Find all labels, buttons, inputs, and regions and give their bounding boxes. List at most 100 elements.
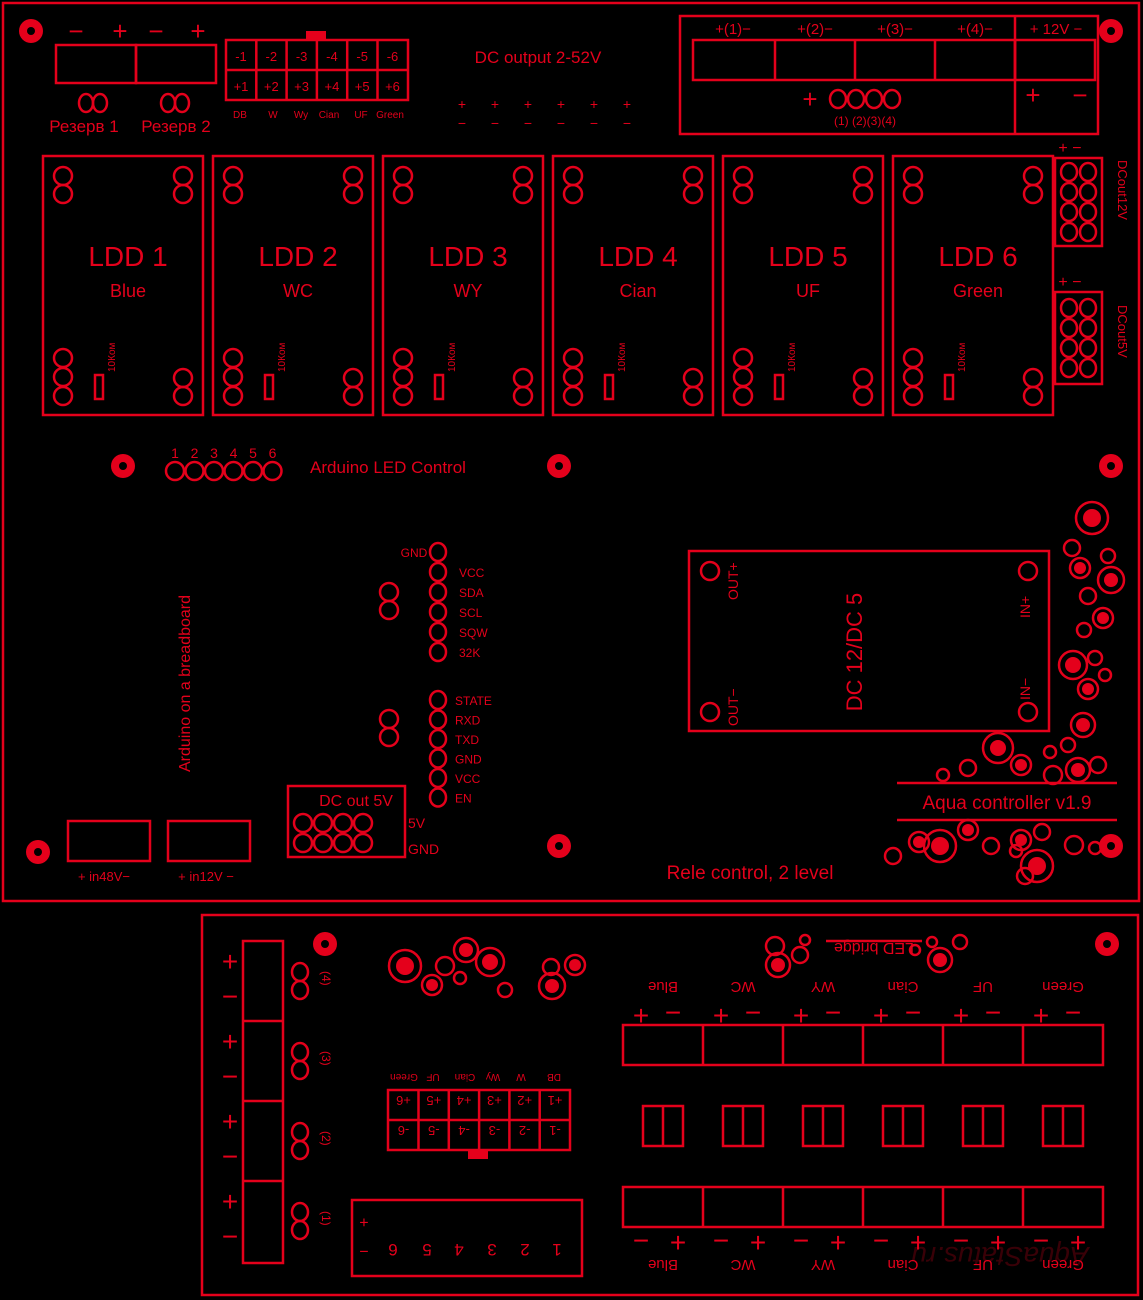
bubble — [1086, 649, 1104, 667]
connector-pin — [1078, 201, 1098, 223]
ldd-pad — [392, 385, 414, 407]
pin-label: RXD — [455, 714, 481, 728]
header-number: 3 — [210, 445, 218, 461]
channel-label-bottom: UF — [973, 1256, 993, 1273]
dcdc-converter: OUT+ OUT− IN+ IN− DC 12/DC 5 — [687, 549, 1051, 733]
bubble — [1075, 621, 1093, 639]
conn-channel-name: UF — [354, 110, 367, 121]
resistor-label: 10Ком — [447, 342, 458, 372]
dcout-plus: + — [491, 96, 499, 112]
terminal-label: +(1)− — [715, 21, 751, 38]
pin-label: EN — [455, 792, 472, 806]
reserve-sign: + — [190, 16, 205, 46]
ldd-pad — [1022, 165, 1044, 187]
channel-minus-bottom: − — [633, 1225, 649, 1256]
conn-minus-label: -1 — [549, 1123, 561, 1138]
dcout12-pm: + − — [1058, 140, 1081, 157]
channel-label-top: Cian — [888, 978, 919, 995]
bubble-decoration — [883, 500, 1126, 886]
header-pin — [262, 460, 283, 482]
ldd-pad — [902, 347, 924, 369]
pin — [428, 601, 448, 623]
bubble-core — [459, 943, 473, 957]
dc-out-5v-connector: + − DCout5V — [1053, 274, 1130, 386]
bottom-board-outline — [200, 913, 1140, 1297]
conn-minus-label: -4 — [326, 49, 338, 64]
ldd-pad — [732, 165, 754, 187]
header-pin — [223, 460, 244, 482]
tr-mini-label: (1) (2)(3)(4) — [834, 114, 896, 128]
conn-minus-label: -2 — [519, 1123, 531, 1138]
ldd-pad — [392, 366, 414, 388]
channel-minus-bottom: − — [873, 1225, 889, 1256]
mounting-hole-center — [27, 27, 35, 35]
ldd-pad — [732, 347, 754, 369]
bubble-core — [933, 953, 947, 967]
ldd-pad — [222, 366, 244, 388]
pin-label: GND — [401, 546, 428, 560]
conn-plus-label: +3 — [294, 79, 309, 94]
channel-plus-bottom: + — [830, 1227, 846, 1258]
bubble — [452, 936, 480, 964]
bubble-decoration-bottom — [387, 933, 969, 1001]
ldd-pad — [172, 385, 194, 407]
connector-pin — [1059, 357, 1079, 379]
channel-minus: − — [985, 997, 1001, 1028]
header-number: 5 — [422, 1240, 431, 1259]
conn-plus-label: +4 — [457, 1093, 472, 1108]
header-number: 3 — [487, 1240, 496, 1259]
ldd-pad — [852, 367, 874, 389]
conn-plus-label: +5 — [355, 79, 370, 94]
bubble — [541, 957, 561, 977]
header-plus: + — [359, 1213, 368, 1230]
ldd-pad — [1022, 367, 1044, 389]
bubble — [1087, 840, 1103, 856]
header-number: 4 — [230, 445, 238, 461]
relay-plus: + — [222, 1186, 238, 1217]
bubble-core — [1071, 763, 1085, 777]
conn-channel-name: Cian — [319, 110, 340, 121]
ldd-pad — [902, 366, 924, 388]
bubble — [474, 946, 506, 978]
bubble — [1068, 556, 1092, 580]
connector-pin — [1059, 337, 1079, 359]
ldd-color: Green — [953, 281, 1003, 301]
relay-plus: + — [222, 1026, 238, 1057]
channel-label-top: Green — [1042, 978, 1084, 995]
mounting-hole-center — [555, 842, 563, 850]
bubble-core — [913, 836, 925, 848]
relay-pad — [290, 979, 310, 1001]
channel-plus: + — [633, 1000, 649, 1031]
connector-pin — [352, 812, 374, 834]
header-pin — [242, 460, 264, 482]
pin — [428, 709, 448, 730]
conn-channel-name: Green — [390, 1071, 418, 1082]
channel-plus-bottom: + — [750, 1227, 766, 1258]
bubble — [1074, 500, 1110, 536]
arduino-breadboard-label: Arduino on a breadboard — [177, 595, 194, 772]
connector-pin — [1078, 317, 1098, 339]
relay-pad — [290, 1219, 310, 1241]
reserve-sign: − — [68, 16, 83, 46]
bubble-core — [1076, 718, 1090, 732]
bubble — [1097, 667, 1113, 683]
arduino-led-control-label: Arduino LED Control — [310, 458, 466, 477]
header-number: 2 — [520, 1240, 529, 1259]
ldd-name: LDD 6 — [938, 241, 1017, 272]
reserve-sign: − — [148, 16, 163, 46]
channel-label-top: WC — [730, 978, 755, 995]
relay-plus: + — [222, 946, 238, 977]
reserve-sign: + — [112, 16, 127, 46]
label-gnd: GND — [408, 841, 439, 857]
conn-channel-name: Wy — [486, 1071, 500, 1082]
pin-label: 32K — [459, 646, 480, 660]
header-number: 1 — [552, 1240, 561, 1259]
bubble — [1076, 677, 1100, 701]
in12-label: + in12V − — [178, 869, 234, 884]
bubble — [1009, 753, 1033, 777]
channel-plus-bottom: + — [670, 1227, 686, 1258]
ldd-pad — [732, 183, 754, 205]
top-board-outline — [1, 1, 1141, 903]
dcout12-label: DCout12V — [1115, 160, 1130, 220]
pin-label: SQW — [459, 626, 488, 640]
